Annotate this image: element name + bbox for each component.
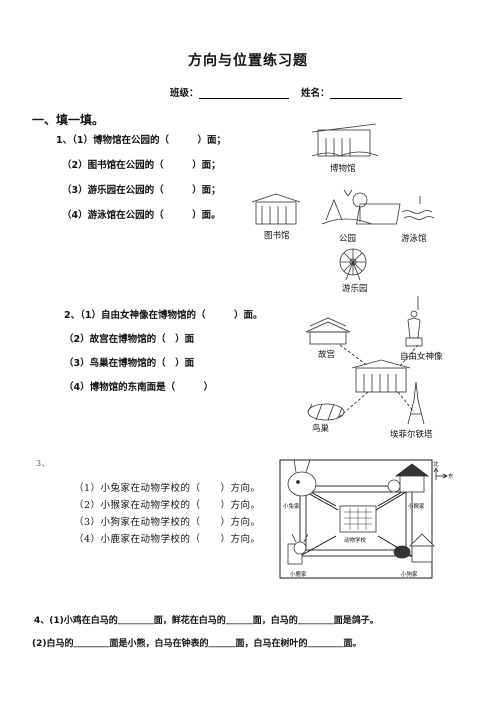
name-label: 姓名： [301, 88, 330, 99]
dog-label: 小狗家 [401, 572, 418, 578]
park-icon [321, 189, 373, 225]
q2-line-4: （4）博物馆的东南面是（ ） [64, 382, 214, 393]
q3-line-3: （3）小狗家在动物学校的（ ）方向。 [74, 517, 261, 528]
name-field[interactable]: 姓名： [301, 85, 402, 99]
library-label: 图书馆 [264, 231, 290, 241]
q1-line-4: （4）游泳馆在公园的（ ）面。 [62, 210, 221, 221]
library-icon [251, 193, 301, 225]
forbidden-city-label: 故宫 [318, 350, 336, 360]
eiffel-tower-icon [407, 381, 425, 425]
statue-liberty-label: 自由女神像 [400, 352, 443, 362]
name-blank[interactable] [329, 88, 402, 99]
q4-line-2: (2)白马的＿＿＿＿面是小熊，白马在钟表的＿＿＿面，白马在树叶的＿＿＿＿面。 [32, 639, 362, 649]
eiffel-label: 埃菲尔铁塔 [390, 430, 433, 440]
monkey-label: 小猴家 [408, 504, 425, 510]
birds-nest-icon [307, 403, 345, 421]
museum-center-icon [351, 359, 411, 393]
deer-house-icon [287, 533, 309, 565]
class-blank[interactable] [198, 88, 289, 99]
class-label: 班级： [170, 88, 199, 99]
amusement-label: 游乐园 [342, 284, 368, 294]
q1-line-1: 1、（1）博物馆在公园的（ ）面； [56, 135, 226, 146]
school-icon [339, 505, 377, 533]
dog-house-icon [393, 533, 435, 563]
museum-label: 博物馆 [330, 164, 356, 174]
park-label: 公园 [339, 234, 357, 244]
class-field[interactable]: 班级： [170, 85, 289, 99]
monkey-house-icon [387, 463, 430, 493]
school-label: 动物学校 [344, 538, 367, 544]
q3-line-4: （4）小鹿家在动物学校的（ ）方向。 [74, 534, 261, 545]
q1-line-2: （2）图书馆在公园的（ ）面； [62, 160, 221, 171]
section-heading: 一、填一填。 [32, 113, 105, 127]
q3-number: 3、 [36, 459, 51, 468]
east-label: 东 [448, 474, 454, 480]
q2-line-3: （3）鸟巢在博物馆的（ ）面 [64, 358, 195, 369]
deer-label: 小鹿家 [290, 572, 307, 578]
pool-label: 游泳馆 [401, 234, 427, 244]
q2-line-2: （2）故宫在博物馆的（ ）面 [64, 334, 195, 345]
q1-line-3: （3）游乐园在公园的（ ）面； [62, 185, 221, 196]
museum-icon [311, 123, 379, 157]
rabbit-label: 小兔家 [283, 504, 300, 510]
rabbit-house-icon [287, 459, 317, 497]
page-title: 方向与位置练习题 [188, 53, 308, 69]
forbidden-city-icon [305, 317, 351, 345]
compass-icon [433, 467, 448, 480]
q2-line-1: 2、（1）自由女神像在博物馆的（ ）面。 [64, 310, 263, 321]
q3-line-1: （1）小兔家在动物学校的（ ）方向。 [74, 483, 261, 494]
q3-line-2: （2）小猴家在动物学校的（ ）方向。 [74, 500, 261, 511]
statue-liberty-icon [405, 296, 423, 347]
q2-dashed-lines [337, 344, 419, 419]
north-label: 北 [433, 462, 439, 468]
pool-icon [356, 196, 435, 225]
ferris-wheel-icon [339, 248, 367, 281]
birds-nest-label: 鸟巢 [312, 424, 330, 434]
roads [299, 485, 413, 557]
q4-line-1: 4、(1)小鸡在白马的＿＿＿＿面，鲜花在白马的＿＿＿面，白马的＿＿＿＿面是鸽子。 [34, 616, 379, 626]
